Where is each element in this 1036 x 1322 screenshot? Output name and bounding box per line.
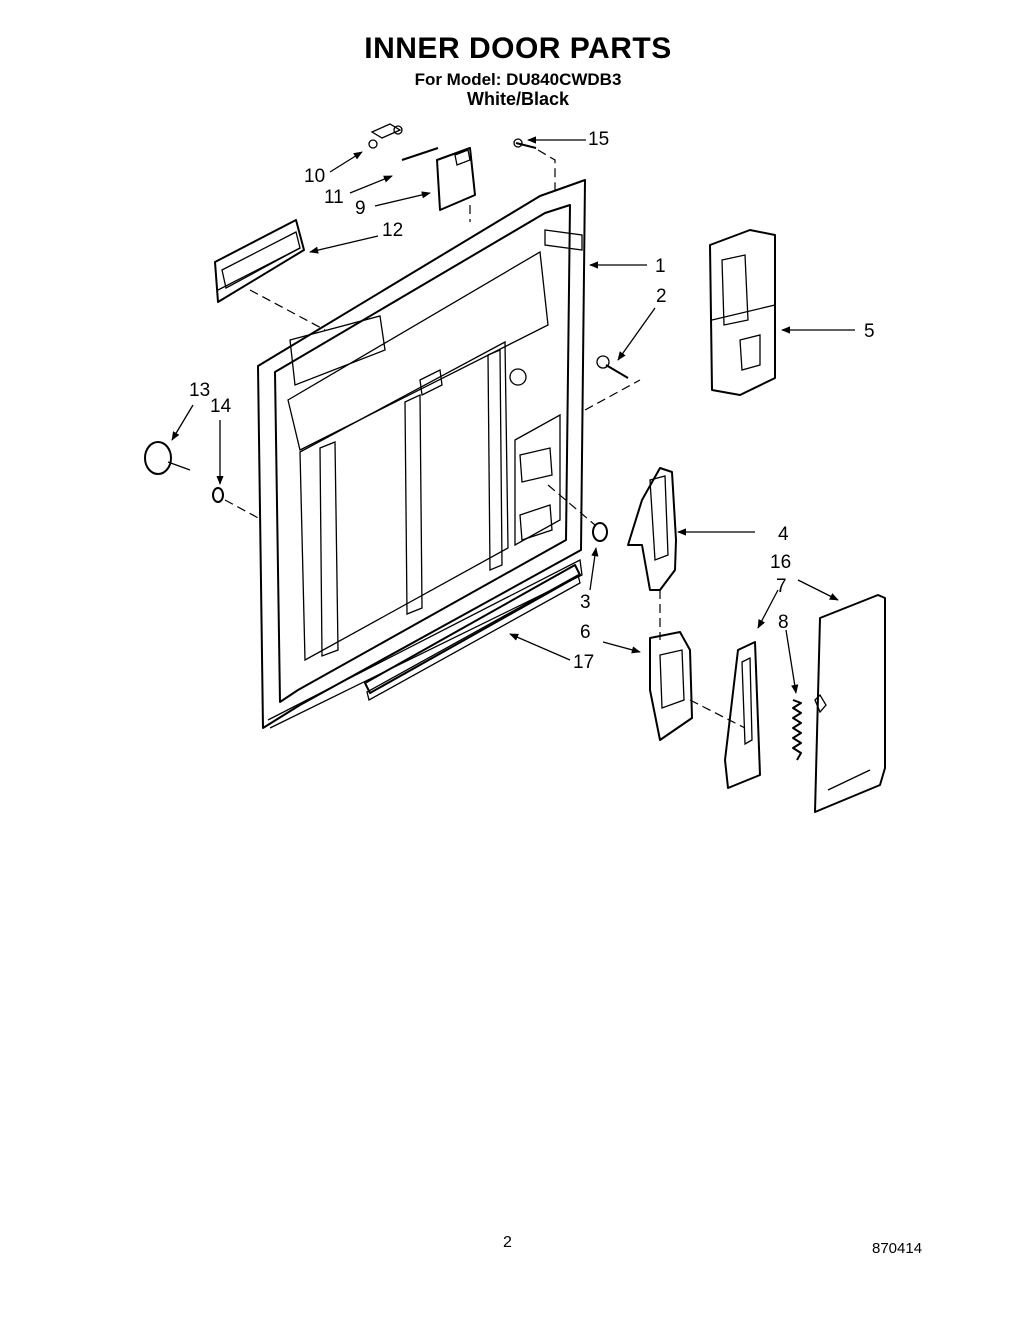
callout-1: 1: [655, 256, 666, 277]
callout-4: 4: [778, 524, 789, 545]
spring-alignment-line: [689, 699, 746, 729]
callout-9: 9: [355, 198, 366, 219]
part-1-inner-door-panel: [257, 179, 586, 729]
page-number: 2: [503, 1234, 512, 1251]
callout-3: 3: [580, 592, 591, 613]
part-15-screw: [513, 138, 537, 149]
page-title: INNER DOOR PARTS: [364, 32, 672, 65]
screw-2-alignment-line: [584, 379, 641, 411]
color-line: White/Black: [466, 89, 570, 109]
callout-7: 7: [776, 576, 787, 597]
model-line: For Model: DU840CWDB3: [414, 70, 622, 89]
part-17-bottom-trim: [364, 564, 581, 701]
callout-14: 14: [210, 396, 232, 417]
part-4-latch-arm: [627, 467, 677, 591]
callout-2: 2: [656, 286, 667, 307]
callout-15: 15: [588, 129, 609, 150]
callout-5: 5: [864, 321, 875, 342]
part-13-knob: [144, 441, 191, 475]
part-16-cover-plate: [814, 594, 886, 813]
callout-10: 10: [304, 166, 325, 187]
callout-11: 11: [324, 187, 344, 208]
part-9-cover: [436, 147, 476, 211]
part-5-latch-housing: [709, 229, 776, 396]
part-10-pins: [368, 123, 403, 149]
part-6-latch-body: [649, 631, 693, 741]
document-number: 870414: [872, 1240, 923, 1257]
part-14-washer: [212, 487, 224, 503]
callout-8: 8: [778, 612, 789, 633]
knob-alignment-line: [224, 499, 263, 521]
leader-lines: [171, 136, 855, 694]
part-8-spring: [792, 699, 802, 761]
callout-17: 17: [573, 652, 594, 673]
callout-16: 16: [770, 552, 791, 573]
handle-alignment-line: [249, 289, 326, 331]
callout-13: 13: [189, 380, 210, 401]
part-7-slide-bar: [724, 641, 761, 789]
part-2-screw: [596, 355, 629, 379]
callout-6: 6: [580, 622, 591, 643]
part-3-bumper: [592, 522, 608, 542]
part-11-rod: [401, 147, 439, 161]
bumper-alignment-line: [547, 484, 596, 526]
callout-12: 12: [382, 220, 403, 241]
screw-alignment-line: [537, 149, 556, 190]
part-12-handle: [214, 219, 305, 303]
